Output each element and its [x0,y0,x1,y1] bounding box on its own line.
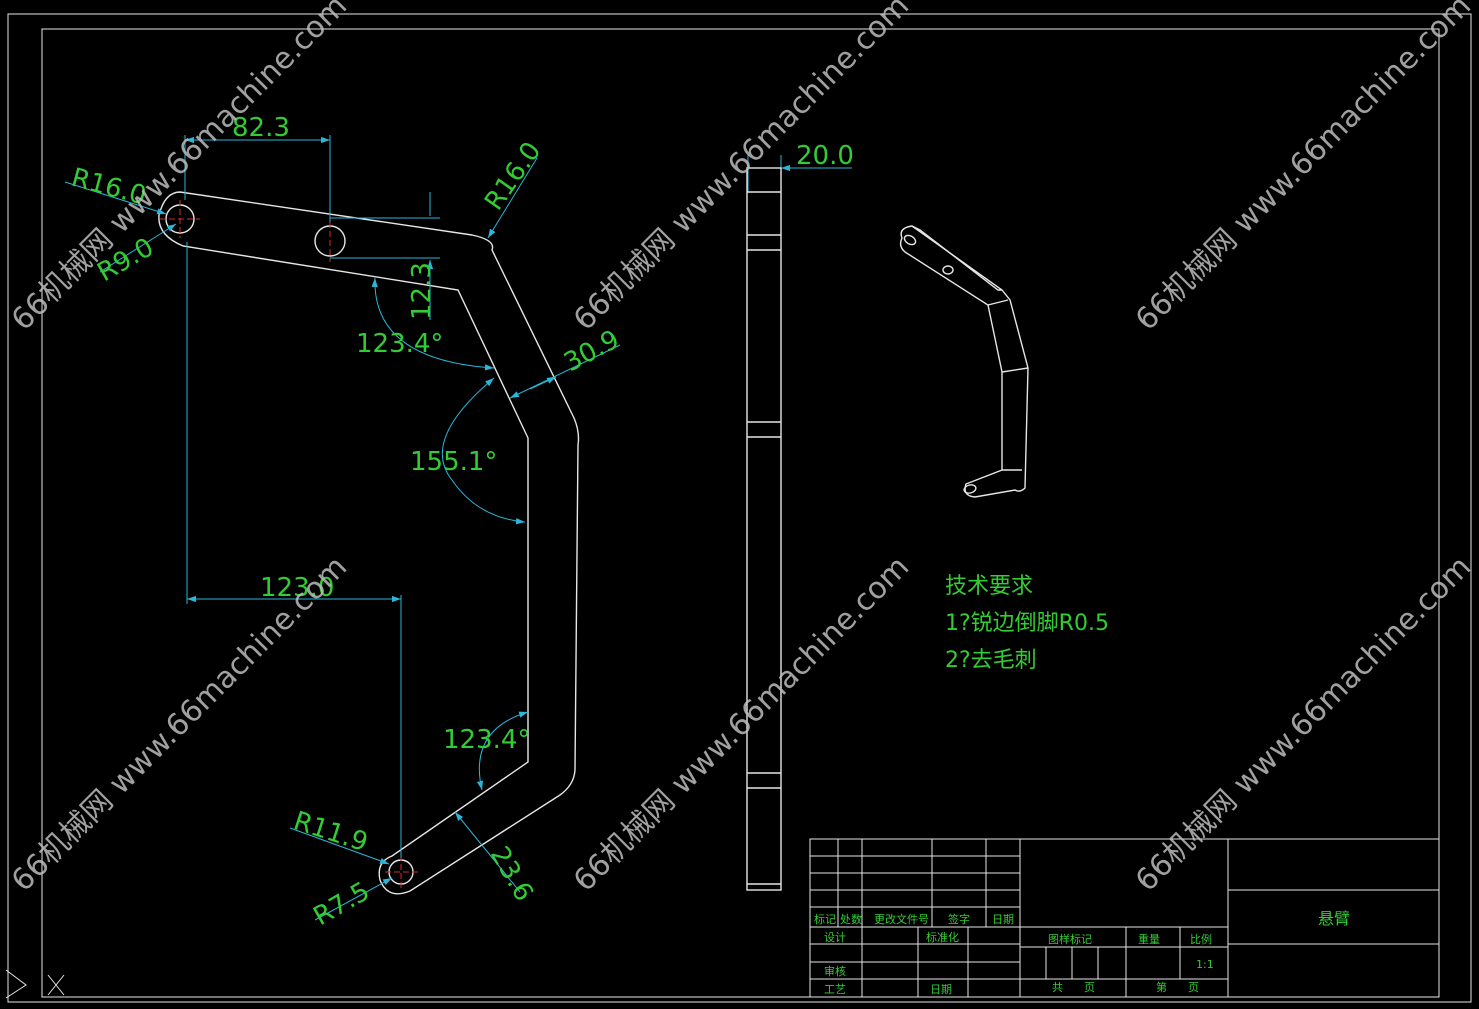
dim-123-0-ext [186,242,402,858]
side-view-outline [746,167,782,891]
tech-req-line1: 1?锐边倒脚R0.5 [945,611,1109,636]
dim-82-3-ext [184,135,331,222]
dim-123-4-upper-label: 123.4° [356,329,443,359]
tb-review: 审核 [824,964,846,978]
tech-req-title: 技术要求 [945,574,1033,599]
dimension-texts: 82.3 R16.0 R9.0 R16.0 12.3 123.4° 30.9 1… [68,113,854,932]
dim-30-9-line [509,344,621,399]
dim-123-4-upper-arc [371,277,495,371]
dim-23-6-line [454,811,521,893]
tb-header-doc: 更改文件号 [874,912,929,926]
watermark-3: 66机械网 www.66machine.com [1129,0,1478,338]
tb-part-name: 悬臂 [1318,909,1350,928]
tb-total: 共 [1052,981,1063,994]
tb-weight: 重量 [1138,932,1160,946]
watermark-6: 66机械网 www.66machine.com [1129,549,1478,898]
dim-23-6-label: 23.6 [484,842,539,907]
iso-hole-middle [942,265,954,275]
tb-header-sign: 签字 [948,912,970,926]
tb-page2: 页 [1188,981,1199,994]
tb-ratio: 比例 [1190,932,1212,946]
dim-r7-5-leader [314,877,393,921]
tb-design: 设计 [824,931,846,944]
dim-123-4-lower-label: 123.4° [443,725,530,755]
arm-isometric-view [899,225,1029,498]
dim-r16-right-leader [487,157,538,239]
tb-header-mark: 标记 [814,912,836,926]
tb-page: 页 [1084,981,1095,994]
watermark-1: 66机械网 www.66machine.com [5,0,354,338]
tech-req-line2: 2?去毛刺 [945,648,1037,673]
dim-r16-left-leader [64,181,167,215]
tb-standard: 标准化 [926,930,959,944]
dim-r16-right-label: R16.0 [479,137,547,216]
tb-scale-value: 1:1 [1196,958,1214,971]
arm-side-view [746,167,782,891]
tb-date: 日期 [930,983,952,996]
tb-header-date: 日期 [992,913,1014,926]
iso-inner-edges [987,299,1029,471]
dim-20-0-label: 20.0 [796,141,854,171]
dim-123-0-label: 123.0 [260,573,334,603]
dim-82-3-label: 82.3 [232,113,290,143]
sheet-border [7,13,1472,1003]
dim-r9-leader [99,223,177,273]
watermark-2: 66机械网 www.66machine.com [567,0,916,338]
iso-hole-top [903,234,917,246]
bottom-hole [388,859,414,885]
iso-outline [899,225,1029,498]
center-mark-top-left [160,200,200,238]
side-view-bends [747,191,781,885]
watermark-4: 66机械网 www.66machine.com [5,549,354,898]
technical-requirements: 技术要求 1?锐边倒脚R0.5 2?去毛刺 [945,574,1109,673]
dim-r11-9-leader [289,827,390,865]
dim-12-3-ext [330,217,440,259]
ucs-icon [5,969,65,999]
dim-155-1-label: 155.1° [410,447,497,477]
dim-123-4-lower-arc [476,711,529,791]
dim-r11-9-label: R11.9 [290,806,372,858]
dim-12-3-label: 12.3 [407,262,437,320]
dimension-lines [64,135,852,921]
drawing-frame [41,28,1440,998]
dim-30-9-arrow [529,376,557,390]
dim-155-1-arc [441,377,526,525]
center-mark-bottom [385,855,418,890]
tb-stage-mark: 图样标记 [1048,932,1092,946]
iso-hole-bottom [963,484,977,494]
iso-top-edge [911,225,1002,291]
arm-main-view [158,191,580,895]
watermarks: 66机械网 www.66machine.com 66机械网 www.66mach… [5,0,1478,899]
dim-r7-5-label: R7.5 [309,876,375,932]
tb-header-count: 处数 [840,913,862,926]
watermark-5: 66机械网 www.66machine.com [567,549,916,898]
title-block: 标记 处数 更改文件号 签字 日期 设计 标准化 审核 工艺 日期 图样标记 重… [809,838,1440,998]
arm-outline [158,191,580,895]
title-block-grid [809,838,1440,998]
tb-sheet: 第 [1156,980,1167,994]
tb-process: 工艺 [824,983,846,996]
